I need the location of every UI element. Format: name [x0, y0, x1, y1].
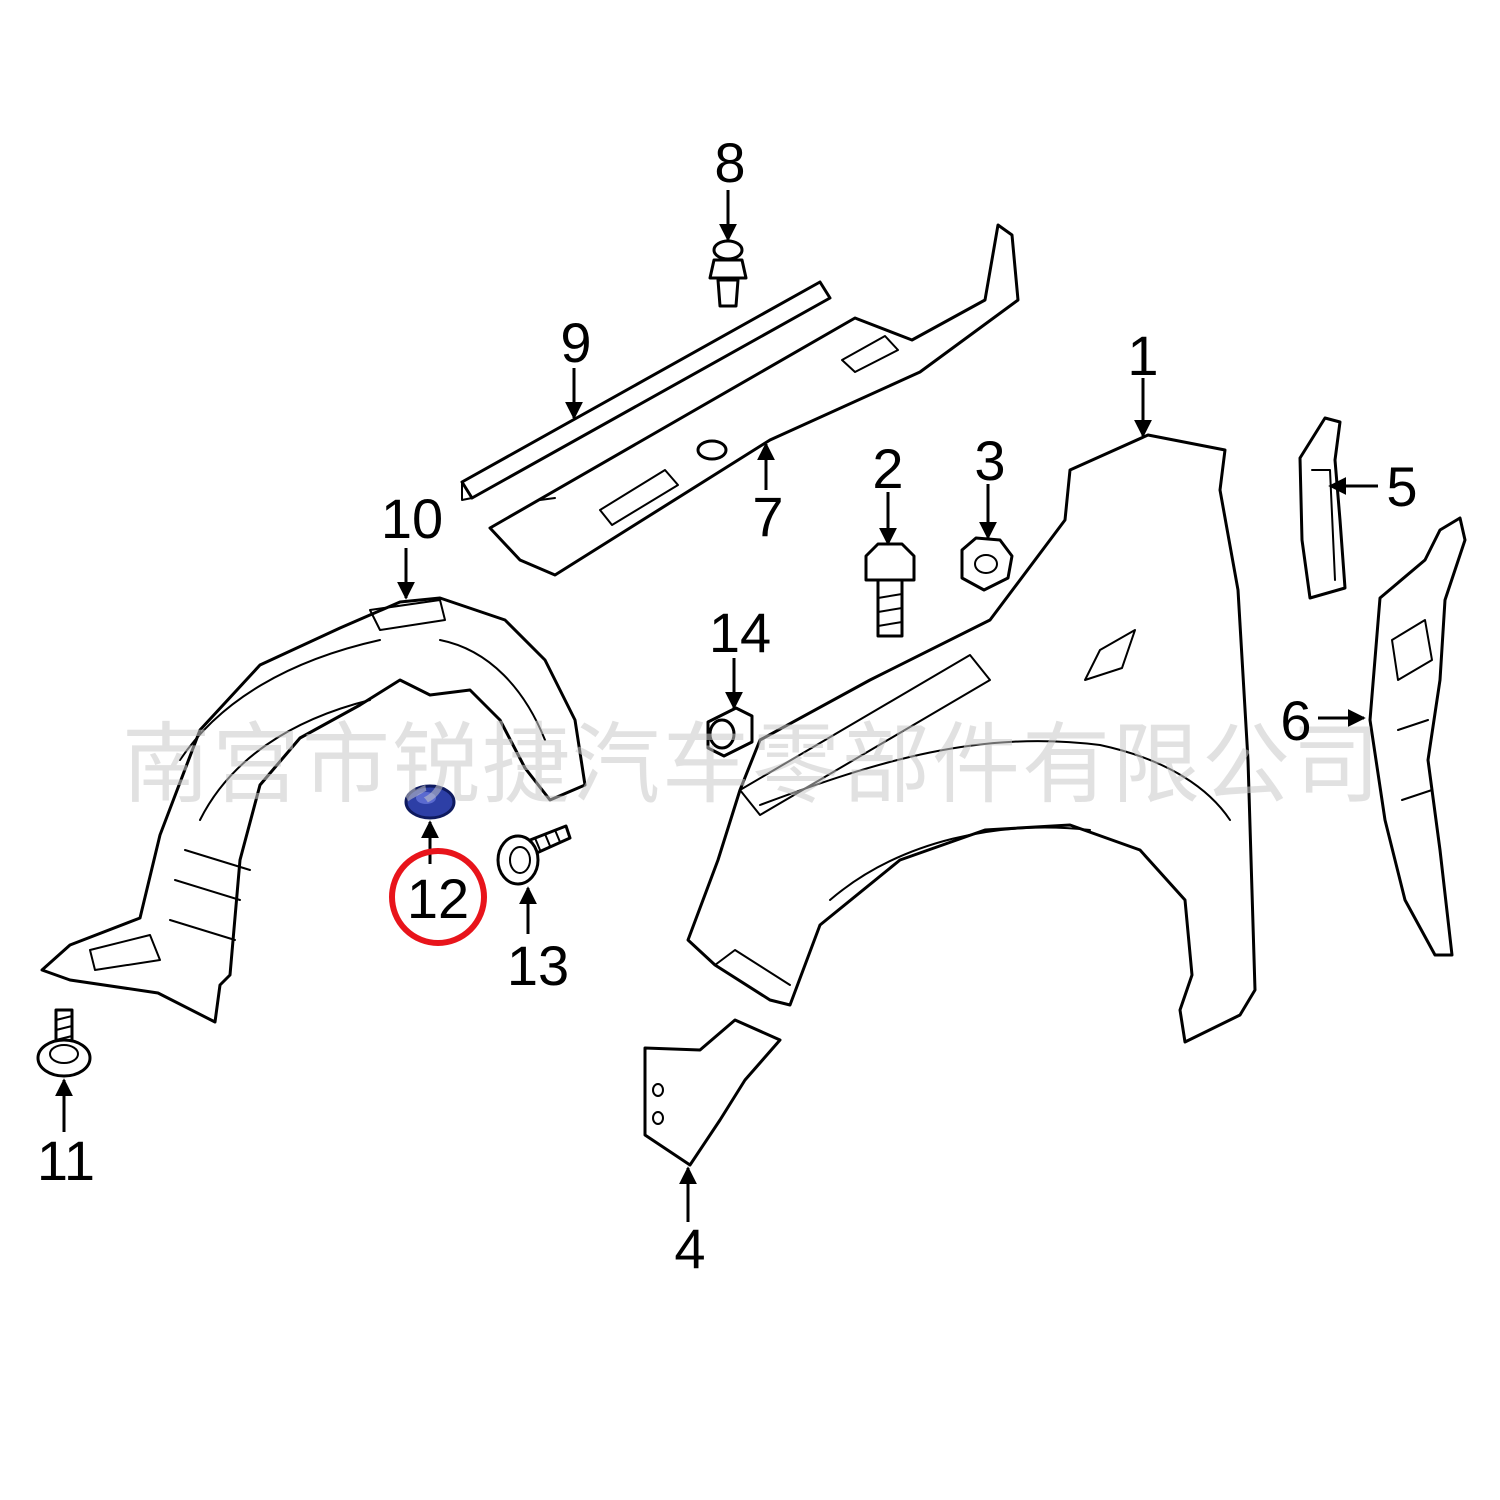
callout-labels: 1 2 3 4 5 6 7 8 9 10 11 12 13 14 [37, 131, 1418, 1280]
callout-14: 14 [709, 601, 771, 664]
callout-2: 2 [872, 437, 903, 500]
part-10-wheel-liner [40, 596, 587, 1024]
callout-11: 11 [37, 1129, 95, 1192]
part-4-lower-bracket [643, 1018, 782, 1167]
part-3-nut [960, 536, 1014, 592]
part-11-flange-bolt [36, 1008, 92, 1078]
part-12-grommet [404, 784, 456, 820]
callout-9: 9 [560, 311, 591, 374]
callout-6: 6 [1280, 689, 1311, 752]
part-9-seal-strip [460, 280, 832, 501]
callout-12: 12 [407, 867, 469, 930]
callout-8: 8 [714, 131, 745, 194]
callout-13: 13 [507, 934, 569, 997]
part-8-push-clip [708, 239, 748, 308]
part-5-side-bracket [1298, 416, 1347, 600]
leader-arrows [55, 190, 1378, 1222]
callout-7: 7 [752, 485, 783, 548]
callout-5: 5 [1386, 455, 1417, 518]
callout-1: 1 [1127, 324, 1158, 387]
part-2-bolt [864, 542, 916, 638]
part-14-clip-nut [706, 706, 754, 758]
part-13-screw [496, 824, 572, 886]
callout-3: 3 [974, 429, 1005, 492]
part-7-fender-bracket [488, 223, 1020, 577]
watermark-text: 南宫市锐捷汽车零部件有限公司 [122, 713, 1382, 816]
callout-10: 10 [381, 487, 443, 550]
callout-12-highlight-ring [389, 848, 487, 946]
callout-4: 4 [674, 1217, 705, 1280]
part-6-insulator [1368, 516, 1467, 957]
part-1-front-fender [686, 433, 1257, 1044]
